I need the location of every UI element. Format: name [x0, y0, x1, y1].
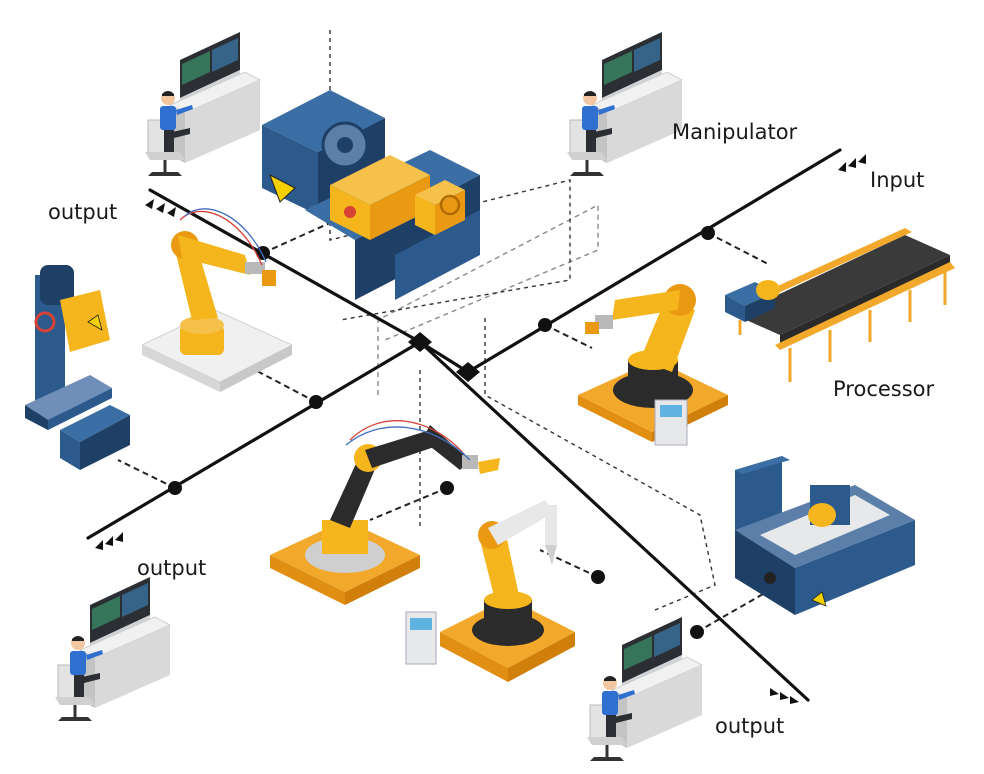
line-output-mid-left: [86, 340, 422, 540]
junction-node-icon: [538, 318, 552, 332]
label-output-mid-left: output: [137, 556, 207, 580]
conveyor-belt: [725, 228, 955, 382]
grinding-machine: [735, 456, 915, 615]
spur-mill: [117, 459, 176, 489]
junction-node-icon: [701, 226, 715, 240]
robot-arm-orange-right: [578, 284, 728, 446]
line-center-to-bottom-right: [418, 340, 810, 702]
triple-chevron-arrow-icon: [95, 532, 123, 550]
junction-node-icon: [440, 481, 454, 495]
line-output-top-left: [148, 188, 422, 344]
triple-chevron-arrow-icon: [145, 199, 176, 217]
lathe-machine: [262, 90, 480, 300]
hub-node-1: [408, 332, 432, 352]
operator-workstation-top-left: [143, 30, 262, 178]
label-processor: Processor: [833, 377, 935, 401]
operator-workstation-bottom-right: [585, 615, 704, 763]
dashed-frame-gray: [377, 203, 599, 395]
junction-node-icon: [690, 625, 704, 639]
operator-workstation-bottom-left: [53, 575, 172, 723]
robot-arm-yellow-left: [140, 208, 294, 392]
line-center-link: [418, 340, 470, 374]
label-manipulator: Manipulator: [672, 120, 798, 144]
label-input: Input: [870, 168, 925, 192]
robot-arm-white-orange: [405, 500, 575, 682]
line-input: [466, 148, 842, 374]
junction-nodes: [168, 226, 715, 639]
triple-chevron-arrow-icon: [838, 154, 866, 172]
spur-robot-black: [369, 487, 448, 521]
hub-node-2: [456, 362, 480, 382]
junction-node-icon: [309, 395, 323, 409]
network-lines: [86, 148, 842, 702]
junction-node-icon: [168, 481, 182, 495]
triple-chevron-arrow-icon: [770, 688, 799, 704]
label-output-top-left: output: [48, 200, 118, 224]
spur-robot-right: [544, 324, 593, 349]
label-output-bottom-right: output: [715, 714, 785, 738]
spur-robot-left: [254, 369, 317, 403]
junction-node-icon: [591, 570, 605, 584]
operator-workstation-top-center: [565, 30, 684, 178]
robot-arm-black-yellow: [270, 420, 500, 605]
spur-grinder: [696, 589, 771, 633]
spur-input-conveyor: [707, 232, 771, 266]
spur-lathe: [262, 221, 333, 254]
dashed-frame-mid: [484, 318, 716, 611]
milling-machine: [25, 265, 130, 470]
